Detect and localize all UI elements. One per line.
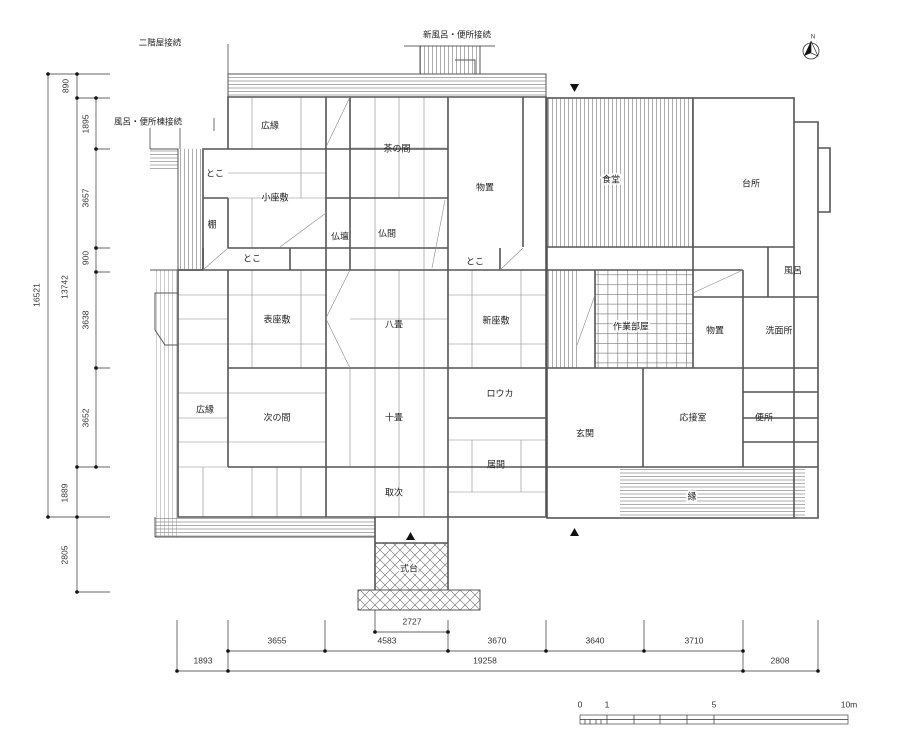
dim-2727: 2727 xyxy=(403,616,422,626)
room-butsudan: 仏壇 xyxy=(331,231,349,243)
arrow-up-icon xyxy=(406,532,415,540)
room-daidokoro: 台所 xyxy=(742,178,760,190)
room-monooki-2: 物置 xyxy=(706,325,724,337)
vertical-dimensions: 890 1895 3657 900 13742 16521 3638 3652 … xyxy=(31,72,110,594)
room-shokudo: 食堂 xyxy=(602,174,620,186)
dim-3710: 3710 xyxy=(685,635,704,645)
room-shin-zashiki: 新座敷 xyxy=(482,315,509,327)
room-butsuma: 仏間 xyxy=(378,229,396,240)
dim-2805: 2805 xyxy=(59,545,69,564)
arrow-up-icon xyxy=(570,528,579,536)
room-osetsushitsu: 応接室 xyxy=(679,412,706,424)
room-shikidai: 式台 xyxy=(400,563,418,575)
door-swings xyxy=(202,96,744,369)
note-second-floor: 二階屋接続 xyxy=(139,38,182,49)
entrance-arrows xyxy=(406,84,579,540)
dim-3670: 3670 xyxy=(488,635,507,645)
dim-1889: 1889 xyxy=(59,483,69,502)
scale-10m: 10m xyxy=(841,699,858,709)
arrow-down-icon xyxy=(570,84,579,92)
room-ima: 居間 xyxy=(487,460,505,471)
note-bath-toilet-wing: 風呂・便所棟接続 xyxy=(114,117,183,128)
dim-3652: 3652 xyxy=(80,408,90,427)
tatami-lines xyxy=(178,97,546,517)
dim-3640: 3640 xyxy=(586,635,605,645)
room-hachijo: 八畳 xyxy=(385,320,403,331)
north-arrow-icon: N xyxy=(802,35,820,60)
dim-1895: 1895 xyxy=(80,114,90,133)
room-senmenjo: 洗面所 xyxy=(765,325,792,337)
dim-3638: 3638 xyxy=(80,310,90,329)
room-labels: 広縁 茶の間 物置 とこ 小座敷 棚 仏壇 仏間 とこ とこ 表座敷 八畳 新座… xyxy=(196,120,802,577)
room-toko-3: とこ xyxy=(466,257,484,268)
scale-5: 5 xyxy=(712,699,717,709)
dim-900: 900 xyxy=(80,251,90,265)
room-benjo: 便所 xyxy=(755,412,773,424)
dim-890: 890 xyxy=(60,79,70,93)
room-furo: 風呂 xyxy=(784,266,802,277)
dim-3655: 3655 xyxy=(268,635,287,645)
room-chanoma: 茶の間 xyxy=(383,143,410,155)
scale-bar: 0 1 5 10m xyxy=(578,699,858,725)
hatched-verandas xyxy=(150,46,805,610)
dim-1893: 1893 xyxy=(194,655,213,665)
room-toritsugi: 取次 xyxy=(385,487,403,499)
room-toko-1: とこ xyxy=(206,169,224,180)
horizontal-dimensions: 2727 3655 4583 3670 3640 3710 1893 19258… xyxy=(175,610,820,673)
scale-1: 1 xyxy=(605,699,610,709)
room-hiroen-left: 広縁 xyxy=(196,404,214,416)
room-tsugi-no-ma: 次の間 xyxy=(263,412,290,424)
dim-19258: 19258 xyxy=(473,655,497,665)
room-genkan: 玄関 xyxy=(576,428,594,440)
room-kozashiki: 小座敷 xyxy=(261,192,288,204)
scale-0: 0 xyxy=(578,699,583,709)
room-rouka: ロウカ xyxy=(486,389,513,400)
room-en: 縁 xyxy=(687,491,696,503)
room-jujo: 十畳 xyxy=(385,412,403,424)
room-monooki-1: 物置 xyxy=(476,182,494,194)
dim-16521: 16521 xyxy=(31,283,41,307)
dim-3657: 3657 xyxy=(80,188,90,207)
connection-notes: 二階屋接続 新風呂・便所接続 風呂・便所棟接続 xyxy=(114,30,495,149)
room-sagyo-beya: 作業部屋 xyxy=(613,321,649,333)
walls xyxy=(150,46,831,611)
room-tana: 棚 xyxy=(207,219,216,231)
room-hiroen-top: 広縁 xyxy=(261,120,279,132)
dim-4583: 4583 xyxy=(378,635,397,645)
dim-13742: 13742 xyxy=(59,275,69,299)
dim-2808: 2808 xyxy=(771,655,790,665)
room-toko-2: とこ xyxy=(243,254,261,265)
north-label: N xyxy=(811,35,815,41)
note-new-bath-toilet: 新風呂・便所接続 xyxy=(423,30,492,41)
room-omote-zashiki: 表座敷 xyxy=(263,314,290,326)
